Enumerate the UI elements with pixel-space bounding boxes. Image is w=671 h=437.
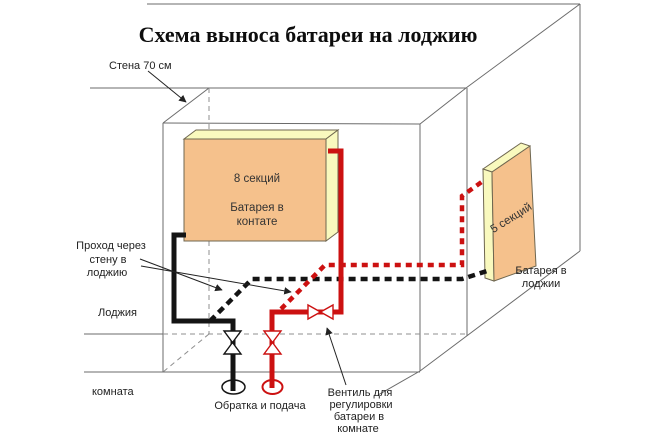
return-pipe-valve [222, 330, 243, 355]
supply-pipe-valve [262, 330, 283, 355]
return-supply-label: Обратка и подача [214, 400, 306, 412]
pass-through-arrow-return [139, 258, 223, 292]
room-radiator-top-face [182, 129, 340, 140]
room-radiator-caption-line1: Батарея в [230, 202, 284, 214]
ceiling-corner-diagonal [465, 3, 581, 89]
room-radiator-caption-line2: контате [237, 216, 278, 228]
loggia-radiator-caption-line2: лоджии [522, 278, 560, 290]
pass-through-label-line2: стену в [89, 254, 126, 266]
room-zone-label: комната [92, 386, 134, 398]
valve-note-arrow [325, 327, 347, 386]
valve-note-line3: батареи в [334, 411, 384, 423]
pass-through-label-line3: лоджию [87, 267, 128, 279]
loggia-radiator-front-face [491, 145, 537, 282]
room-structure [84, 3, 581, 396]
return-pipe [171, 232, 236, 378]
room-radiator: 8 секций Батарея в контате [182, 129, 340, 242]
pass-through-label-line1: Проход через [76, 240, 146, 252]
valve-note-line1: Вентиль для [328, 387, 393, 399]
loggia-zone-label: Лоджия [98, 307, 137, 319]
return-pipe-through-wall [208, 268, 488, 323]
room-radiator-side-face [325, 129, 339, 242]
wall-label-arrow [147, 70, 187, 103]
diagram-title: Схема выноса батареи на лоджию [139, 22, 478, 47]
supply-valve-top [262, 330, 283, 344]
wall-top-right-diagonal [419, 87, 467, 125]
floor-corner-hidden-diagonal [162, 333, 210, 373]
room-radiator-sections-label: 8 секций [234, 173, 280, 185]
return-valve-bottom [222, 341, 243, 355]
supply-valve-bottom [262, 341, 283, 355]
regulating-valve-left [307, 303, 322, 321]
loggia-radiator: 5 секций Батарея в лоджии [481, 142, 567, 290]
room-radiator-regulating-valve [307, 303, 334, 321]
front-wall-top-edge [162, 122, 421, 125]
loggia-radiator-caption-line1: Батарея в [515, 265, 566, 277]
wall-label: Стена 70 см [109, 60, 172, 72]
wall-top-left-diagonal [162, 87, 210, 124]
valve-note-line4: комнате [337, 423, 379, 435]
return-valve-top [222, 330, 243, 344]
regulating-valve-right [319, 303, 334, 321]
supply-pipe-through-wall [279, 179, 485, 311]
pass-through-arrow-supply [140, 265, 292, 295]
room-radiator-front-face [183, 138, 327, 242]
valve-note-line2: регулировки [329, 399, 392, 411]
